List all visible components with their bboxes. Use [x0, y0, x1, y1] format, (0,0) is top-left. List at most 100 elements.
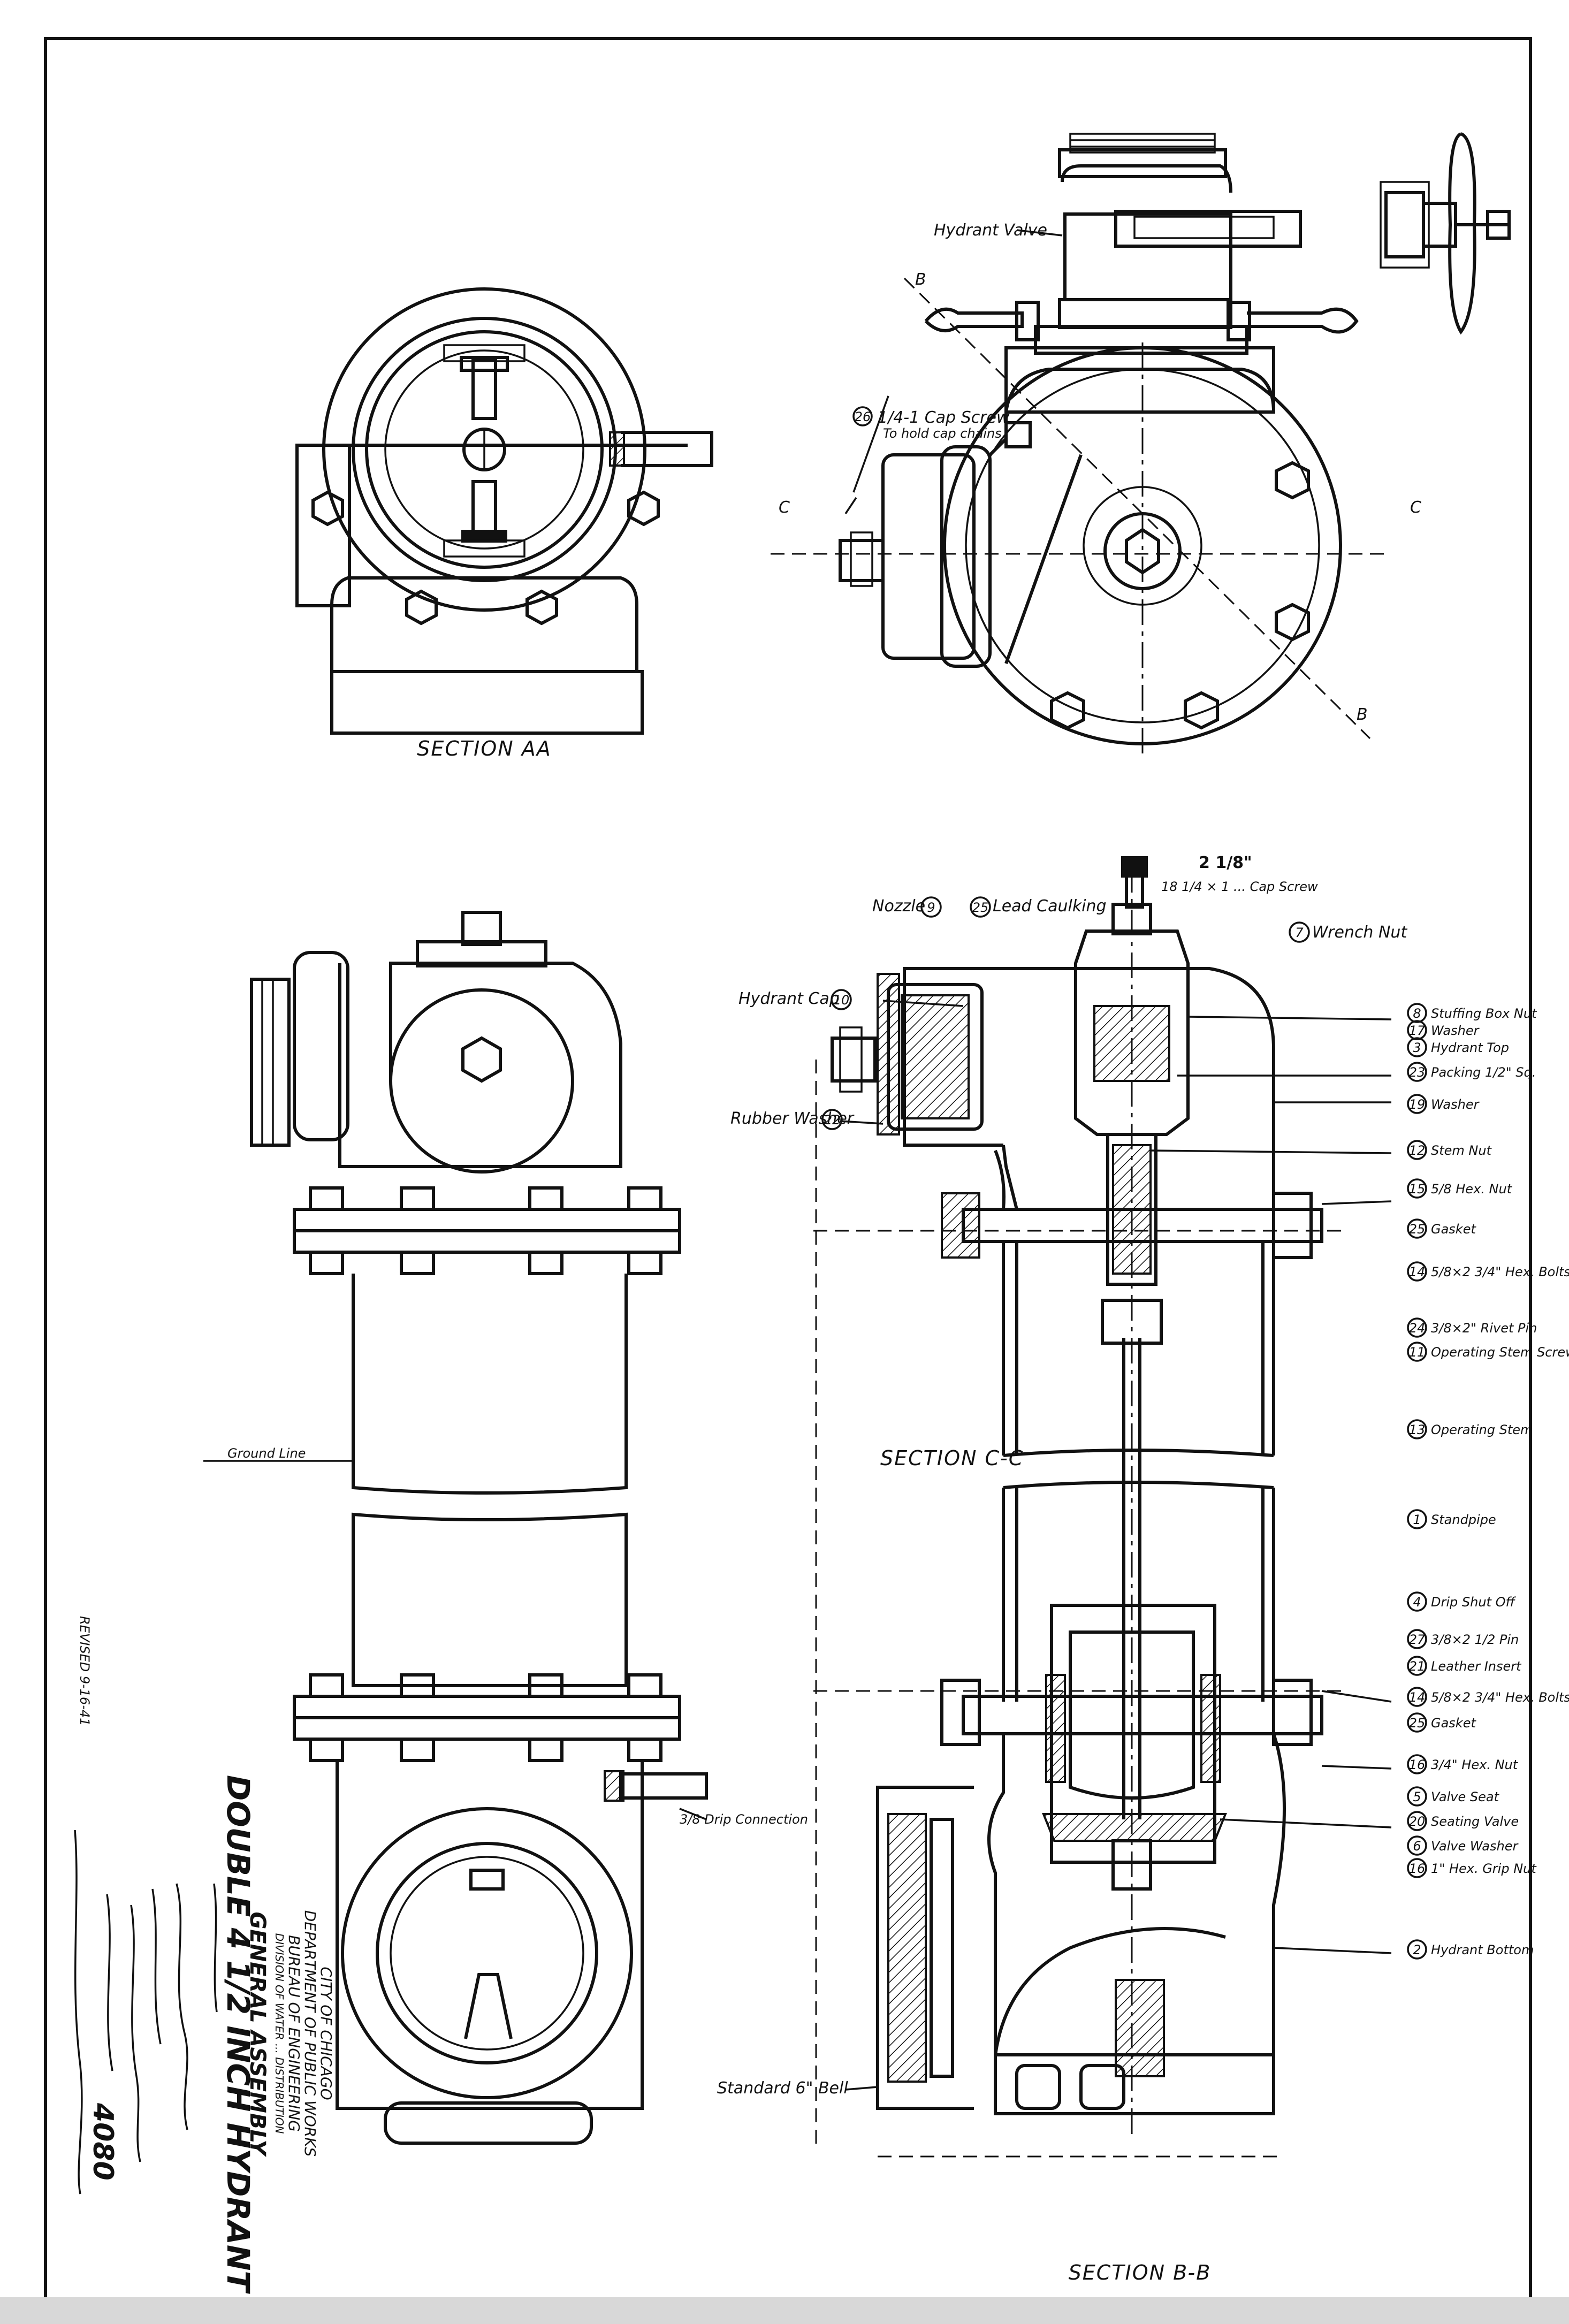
part-number: 19 [1409, 1097, 1426, 1112]
section-mark-b-top: B [915, 270, 926, 289]
part-number: 16 [1409, 1861, 1426, 1876]
part-number: 3 [1413, 1040, 1421, 1055]
part-number: 25 [1409, 1222, 1426, 1237]
part-name: Gasket [1431, 1222, 1476, 1237]
sheet-border [0, 37, 1569, 2324]
title-department: DEPARTMENT OF PUBLIC WORKS [301, 1910, 319, 2157]
part-number-circle [1407, 1786, 1427, 1807]
nozzle-number: 9 [927, 900, 935, 915]
dimension-top: 2 1/8" [1199, 854, 1252, 872]
part-number-circle [1407, 1317, 1427, 1338]
part-name: Packing 1/2" Sq. [1431, 1065, 1536, 1080]
drawing-subtitle: GENERAL ASSEMBLY [245, 1911, 270, 2157]
section-bb-label: SECTION B-B [1069, 2261, 1212, 2284]
part-number: 12 [1409, 1143, 1426, 1158]
cap-screw-number: 26 [855, 409, 871, 424]
part-number-circle [1407, 1261, 1427, 1282]
title-city: CITY OF CHICAGO [317, 1967, 335, 2100]
part-number-circle [1407, 1342, 1427, 1362]
part-number-circle [1407, 1754, 1427, 1774]
part-number-circle [1407, 1003, 1427, 1023]
wrench-nut-number: 7 [1295, 925, 1304, 940]
part-number-circle [1407, 1712, 1427, 1733]
part-number: 13 [1409, 1422, 1426, 1437]
part-number-circle [1407, 1037, 1427, 1057]
revision-note: REVISED 9-16-41 [77, 1616, 92, 1726]
title-division: DIVISION OF WATER ... DISTRIBUTION [273, 1933, 286, 2134]
part-name: 5/8×2 3/4" Hex. Bolts [1431, 1690, 1569, 1705]
part-number: 27 [1409, 1632, 1426, 1647]
part-name: Seating Valve [1431, 1814, 1519, 1829]
part-number-circle [1407, 1020, 1427, 1040]
part-number: 14 [1409, 1264, 1426, 1279]
part-number-circle [1407, 1140, 1427, 1160]
hydrant-cap-number: 10 [833, 993, 850, 1008]
part-number-circle [1407, 1591, 1427, 1612]
plan-view: Hydrant Valve 26 1/4-1 Cap Screw To hold… [771, 132, 1511, 755]
part-number-circle [1407, 1178, 1427, 1199]
section-mark-c-right: C [1410, 498, 1421, 517]
section-bb-view: SECTION C-C SECTION B-B [813, 856, 1392, 2284]
part-number-circle [1407, 1062, 1427, 1082]
part-name: 3/8×2" Rivet Pin [1431, 1321, 1537, 1336]
part-name: Standpipe [1431, 1512, 1496, 1527]
wrench-nut-label: Wrench Nut [1312, 923, 1407, 942]
part-name: Leather Insert [1431, 1659, 1522, 1674]
part-number-circle [1407, 1419, 1427, 1439]
part-number-circle [1407, 1858, 1427, 1878]
rubber-washer-number: 22 [824, 1113, 841, 1127]
drawing-title: DOUBLE 4 1/2 INCH HYDRANT [220, 1775, 256, 2294]
part-name: 3/4" Hex. Nut [1431, 1757, 1519, 1772]
part-name: Washer [1431, 1023, 1480, 1038]
signature-lines [74, 1830, 218, 2195]
rubber-washer-label: Rubber Washer [730, 1109, 855, 1128]
part-number: 5 [1413, 1789, 1421, 1804]
part-number: 25 [1409, 1716, 1426, 1731]
part-name: Valve Washer [1431, 1839, 1519, 1854]
part-number: 2 [1413, 1942, 1421, 1957]
part-name: 5/8×2 3/4" Hex. Bolts [1431, 1264, 1569, 1279]
drip-connection-label: 3/8 Drip Connection [680, 1812, 808, 1827]
lead-caulking-number: 25 [972, 900, 989, 915]
front-elevation: Ground Line 3/8 Drip Connection [203, 911, 808, 2145]
section-aa-view: SECTION AA [295, 287, 713, 760]
part-number-circle [1407, 1509, 1427, 1529]
part-name: 3/8×2 1/2 Pin [1431, 1632, 1519, 1647]
cap-screw-top-label: 18 1/4 × 1 ... Cap Screw [1161, 879, 1318, 894]
part-number: 4 [1413, 1595, 1421, 1610]
section-mark-c-left: C [779, 498, 790, 517]
part-number: 15 [1409, 1182, 1426, 1197]
part-name: Hydrant Bottom [1431, 1942, 1534, 1957]
title-bureau: BUREAU OF ENGINEERING [285, 1935, 303, 2132]
part-name: Drip Shut Off [1431, 1595, 1516, 1610]
part-number: 14 [1409, 1690, 1426, 1705]
hydrant-cap-label: Hydrant Cap [738, 989, 840, 1008]
section-aa-label: SECTION AA [417, 737, 552, 760]
part-number: 17 [1409, 1023, 1426, 1038]
section-callouts: Nozzle 9 25 Lead Caulking Hydrant Cap 10… [717, 854, 1407, 2098]
ground-line-label: Ground Line [227, 1446, 306, 1461]
part-number-circle [1407, 1218, 1427, 1239]
part-name: Hydrant Top [1431, 1040, 1509, 1055]
hydrant-valve-label: Hydrant Valve [934, 221, 1047, 240]
part-number-circle [1407, 1687, 1427, 1707]
nozzle-label: Nozzle [872, 897, 925, 916]
part-name: Gasket [1431, 1716, 1476, 1731]
part-number: 1 [1413, 1512, 1421, 1527]
part-number-circle [1407, 1811, 1427, 1831]
part-name: Washer [1431, 1097, 1480, 1112]
part-number-circle [1407, 1629, 1427, 1649]
cap-screw-label: 1/4-1 Cap Screw [878, 408, 1010, 427]
part-number-circle [1407, 1656, 1427, 1676]
section-cc-label: SECTION C-C [880, 1446, 1024, 1470]
svg-text:REVISED 9-16-41: REVISED 9-16-41 [77, 1616, 92, 1726]
part-number: 8 [1413, 1006, 1421, 1021]
standard-bell-label: Standard 6" Bell [717, 2079, 848, 2098]
part-name: Operating Stem Screw [1431, 1345, 1569, 1360]
svg-text:4080: 4080 [87, 2102, 119, 2181]
title-block: CITY OF CHICAGO DEPARTMENT OF PUBLIC WOR… [220, 1775, 335, 2294]
part-name: Operating Stem [1431, 1422, 1533, 1437]
part-number: 21 [1409, 1659, 1426, 1674]
